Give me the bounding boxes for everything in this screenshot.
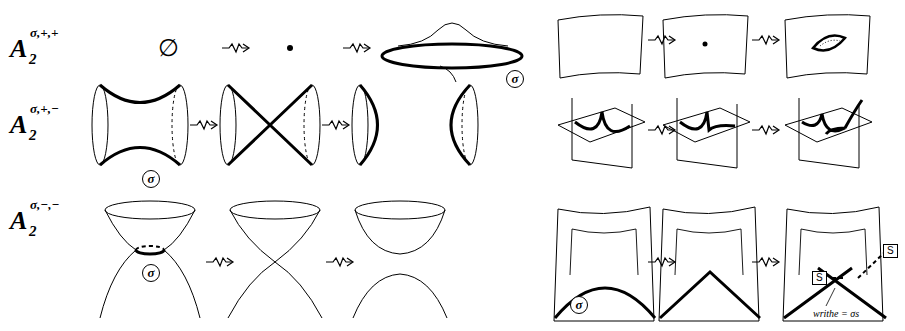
row-superscript: σ,−,− (30, 198, 59, 211)
two-sheets (353, 201, 447, 318)
row-symbol: A (10, 36, 27, 62)
squiggle-arrow (648, 36, 675, 44)
row-subscript: 2 (29, 128, 37, 143)
squiggle-arrow (648, 126, 675, 134)
row-subscript: 2 (29, 52, 37, 67)
squiggle-arrow (322, 121, 349, 129)
lens-inner (820, 40, 840, 46)
row-superscript: σ,+,+ (30, 26, 58, 39)
dashed-path (832, 252, 885, 278)
inner-outline (570, 229, 638, 275)
squiggle-arrow (222, 44, 249, 52)
row-superscript: σ,+,− (30, 102, 59, 115)
row-symbol: A (10, 112, 27, 138)
hyperboloid (100, 201, 200, 318)
squiggle-arrow (752, 258, 779, 266)
surface-patch (558, 15, 643, 78)
surface-patch (659, 207, 759, 321)
sigma-mark: σ (142, 264, 160, 282)
s-box: S (812, 271, 827, 285)
squiggle-arrow (326, 258, 353, 266)
row-subscript: 2 (29, 224, 37, 239)
leader-line (826, 288, 835, 306)
split-surface (352, 85, 478, 165)
surface-patch (663, 15, 748, 78)
surface-patch (785, 15, 870, 78)
corner-curve (660, 272, 760, 318)
squiggle-arrow (752, 126, 779, 134)
squiggle-arrow (343, 44, 370, 52)
lens-curve (813, 36, 845, 51)
swallowtail-sheets (558, 98, 872, 168)
inner-outline (675, 229, 743, 275)
point (287, 45, 293, 51)
cross-surface (220, 85, 320, 165)
sigma-mark: σ (142, 170, 160, 188)
sigma-mark: σ (570, 296, 588, 314)
sigma-mark: σ (506, 70, 524, 88)
empty-set: ∅ (158, 36, 179, 60)
row-symbol: A (10, 208, 27, 234)
birth-loop (382, 23, 522, 82)
squiggle-arrow (190, 121, 217, 129)
fold-curve (555, 288, 655, 318)
bowtie-surface (92, 85, 188, 165)
squiggle-arrow (206, 258, 233, 266)
s-box: S (883, 244, 898, 258)
point (703, 42, 708, 47)
crossing-curve (784, 268, 886, 318)
writhe-note: writhe = σs (812, 309, 860, 319)
squiggle-arrow (752, 36, 779, 44)
inner-outline (799, 229, 867, 275)
surface-patch (554, 207, 654, 321)
double-cone (228, 201, 322, 318)
